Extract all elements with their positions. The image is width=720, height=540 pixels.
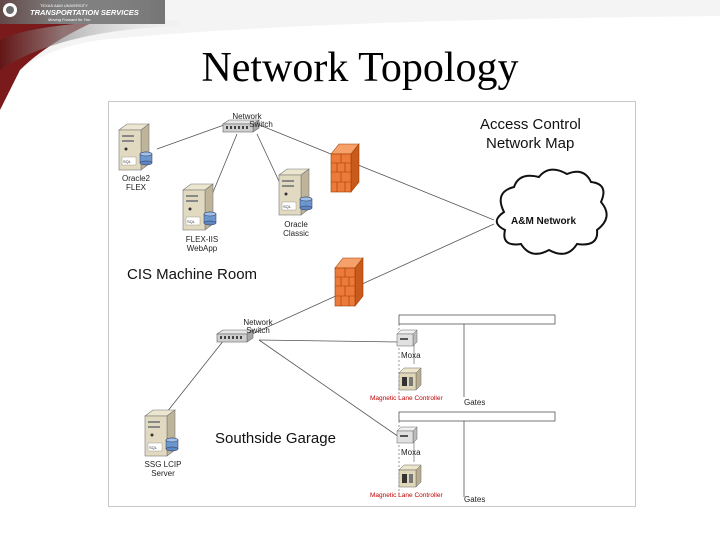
gate-group-1 xyxy=(398,314,556,397)
switch1-label-line2: Switch xyxy=(249,120,273,129)
room2-label: Southside Garage xyxy=(215,430,336,447)
controller-icon xyxy=(398,464,422,488)
map-title-line1: Access Control xyxy=(480,116,581,133)
switch2-label-line2: Switch xyxy=(246,326,270,335)
moxa2-label: Moxa xyxy=(401,448,421,457)
server-ssg-line2: Server xyxy=(151,469,175,478)
moxa-icon xyxy=(396,426,418,444)
server-oracle-line2: Classic xyxy=(283,229,309,238)
slide-title: Network Topology xyxy=(201,45,519,91)
switch1-label-line1: Network xyxy=(232,112,262,121)
swoosh-maroon xyxy=(0,0,150,110)
gates2-label: Gates xyxy=(464,495,485,504)
map-title-line2: Network Map xyxy=(486,135,574,152)
cloud-icon xyxy=(495,168,608,255)
moxa1-label: Moxa xyxy=(401,351,421,360)
server-oracle-line1: Oracle xyxy=(284,220,308,229)
firewall-icon xyxy=(330,143,360,193)
server-icon xyxy=(278,168,313,216)
header-swoosh: TEXAS A&M UNIVERSITY TRANSPORTATION SERV… xyxy=(0,0,720,110)
logo-tagline: Moving Forward for You xyxy=(48,17,91,22)
switch2-label-line1: Network xyxy=(243,318,273,327)
server-oracle2-line2: FLEX xyxy=(126,183,147,192)
cloud-label: A&M Network xyxy=(511,216,576,227)
server-ssg-line1: SSG LCIP xyxy=(145,460,182,469)
room1-label: CIS Machine Room xyxy=(127,266,257,283)
server-flexiis-line2: WebApp xyxy=(187,244,218,253)
controller-icon xyxy=(398,367,422,391)
server-flexiis-line1: FLEX-IIS xyxy=(186,235,218,244)
firewall-icon xyxy=(334,257,364,307)
server-icon xyxy=(182,183,217,231)
server-oracle2-line1: Oracle2 xyxy=(122,174,151,183)
gates1-label: Gates xyxy=(464,398,485,407)
controller1-label: Magnetic Lane Controller xyxy=(370,395,443,402)
server-icon xyxy=(144,409,179,457)
controller2-label: Magnetic Lane Controller xyxy=(370,492,443,499)
logo-org-name: TRANSPORTATION SERVICES xyxy=(30,8,139,17)
logo-org-small: TEXAS A&M UNIVERSITY xyxy=(40,3,88,8)
network-diagram: SQL xyxy=(108,101,636,507)
gate-group-2 xyxy=(398,411,556,497)
moxa-icon xyxy=(396,329,418,347)
server-icon xyxy=(118,123,153,171)
